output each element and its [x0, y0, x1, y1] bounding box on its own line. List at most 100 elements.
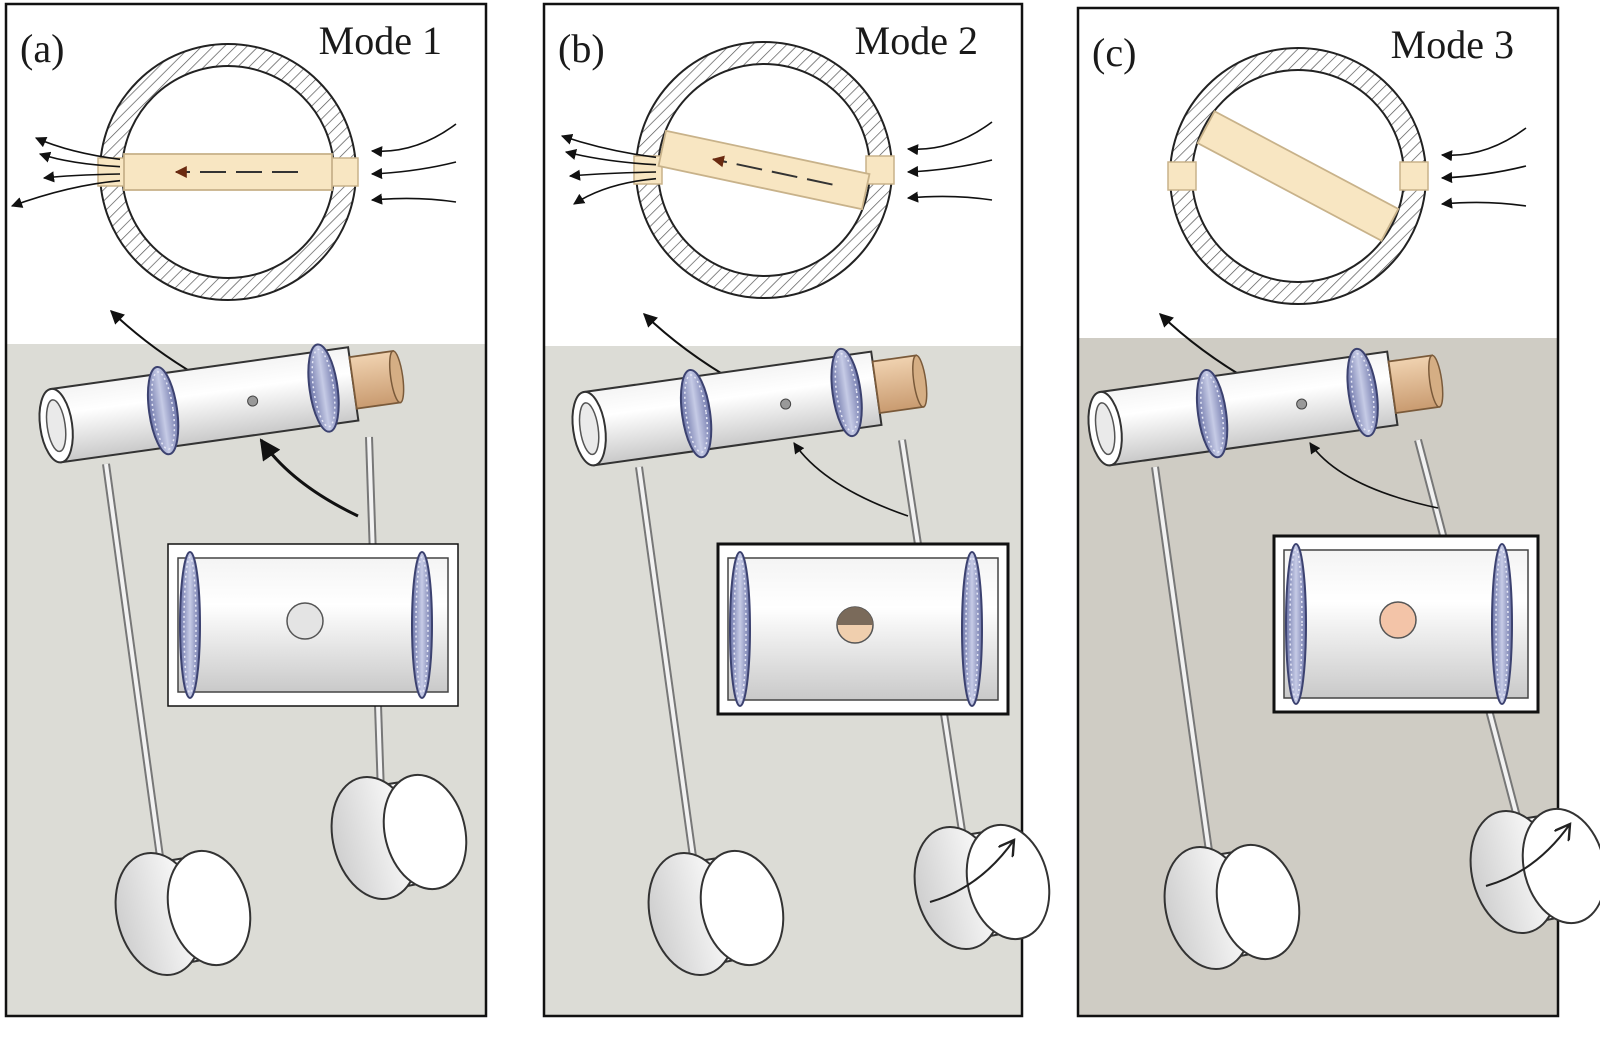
- rotating-channel: [123, 153, 333, 191]
- incoming-flow-line: [906, 159, 993, 178]
- apparatus: [38, 310, 468, 977]
- inset-bearing-left: [729, 551, 751, 707]
- bearing-left: [1195, 368, 1229, 459]
- apparatus: [1087, 313, 1600, 971]
- bearing-right-balls: [834, 353, 859, 432]
- incoming-flow-lines: [906, 121, 993, 203]
- orifice-hole: [247, 395, 259, 407]
- outgoing-flow-line: [38, 151, 121, 168]
- rotation-direction-arrow: [929, 840, 1014, 903]
- cross-section: [1167, 47, 1527, 305]
- inset-bearing-right: [1491, 543, 1513, 705]
- left-pendulum-rod-highlight: [104, 463, 163, 865]
- inset-bearing-left-balls: [733, 556, 747, 702]
- cross-section: [10, 43, 457, 301]
- panel-frame: [4, 2, 488, 1018]
- right-pendulum-bob-back: [965, 823, 1051, 941]
- inset-pointer-arrow: [793, 442, 909, 517]
- inset-bearing-right: [411, 551, 433, 699]
- inlet-port-right: [865, 155, 895, 185]
- inset-bearing-right: [961, 551, 983, 707]
- apparatus: [571, 313, 1051, 977]
- inset-bearing-right-balls: [1495, 548, 1509, 700]
- left-pendulum-bob-back: [166, 849, 252, 967]
- panel-frame: [1076, 6, 1560, 1018]
- bearing-left: [146, 365, 180, 456]
- right-pendulum-bob: [913, 823, 1051, 951]
- inset-orifice-hole: [1379, 601, 1417, 639]
- shaft-tip-end: [388, 350, 405, 404]
- inlet-port-left: [97, 157, 127, 187]
- inlet-port-right: [329, 157, 359, 187]
- panel-label: (a): [20, 26, 64, 71]
- incoming-flow-line: [906, 121, 993, 156]
- inset-bearing-left: [179, 551, 201, 699]
- mode-label: Mode 1: [319, 18, 442, 63]
- cylinder-bore-end: [1094, 402, 1116, 456]
- channel-body: [123, 153, 333, 191]
- incoming-flow-line: [370, 161, 457, 180]
- right-pendulum-bob-back: [382, 773, 468, 891]
- right-pendulum-bob: [330, 773, 468, 901]
- shaft-tip-end: [912, 354, 928, 408]
- bearing-right: [830, 347, 863, 438]
- orifice-hole: [1296, 398, 1308, 410]
- left-pendulum-bob-back: [699, 849, 785, 967]
- cylinder-bore-end: [578, 402, 600, 456]
- bearing-right: [307, 343, 340, 433]
- bearing-left-balls: [684, 374, 709, 454]
- outgoing-flow-line: [42, 171, 121, 183]
- bearing-left-balls: [151, 371, 176, 451]
- panel-2: (b)Mode 2: [542, 2, 1051, 1018]
- mode-label: Mode 2: [855, 18, 978, 63]
- outgoing-flow-line: [560, 133, 657, 159]
- incoming-flow-line: [370, 193, 457, 205]
- inset-bearing-left-balls: [1289, 548, 1303, 700]
- left-pendulum-bob: [647, 849, 785, 977]
- outgoing-flow-line: [10, 179, 121, 208]
- detail-inset: [716, 542, 1010, 716]
- outgoing-flow-line: [568, 169, 657, 181]
- outgoing-flow-lines: [10, 136, 121, 208]
- incoming-flow-line: [1440, 165, 1527, 184]
- rotary-cylinder: [571, 347, 928, 467]
- mode-label: Mode 3: [1391, 22, 1514, 67]
- inset-orifice-shadow: [837, 607, 873, 625]
- outgoing-flow-line: [34, 136, 121, 161]
- shaft-tip-end: [1428, 354, 1444, 408]
- cross-section: [560, 41, 993, 299]
- incoming-flow-line: [370, 123, 457, 158]
- inset-pointer-arrow: [1309, 442, 1439, 509]
- left-pendulum-bob: [114, 849, 252, 977]
- inlet-port-right: [1399, 161, 1429, 191]
- inset-cylinder: [727, 557, 999, 701]
- right-pendulum-bob: [1469, 807, 1600, 935]
- panel-frame: [542, 2, 1024, 1018]
- incoming-flow-lines: [1440, 127, 1527, 209]
- cylinder-bore-end: [45, 399, 67, 453]
- left-pendulum-rod-highlight: [1153, 466, 1212, 859]
- inset-bearing-left-balls: [183, 556, 197, 694]
- inlet-port-left: [1167, 161, 1197, 191]
- incoming-flow-line: [1440, 127, 1527, 162]
- panel-3: (c)Mode 3: [1076, 6, 1600, 1018]
- detail-inset: [167, 543, 459, 707]
- incoming-flow-line: [1440, 197, 1527, 209]
- right-pendulum-bob-back: [1521, 807, 1600, 925]
- rotary-cylinder: [38, 343, 405, 464]
- outgoing-flow-line: [564, 149, 657, 166]
- rotary-cylinder: [1087, 347, 1444, 467]
- rotation-direction-arrow: [1485, 824, 1570, 887]
- panel-1: (a) Mode 1: [4, 2, 488, 1018]
- detail-inset: [1272, 534, 1540, 714]
- bearing-left-balls: [1200, 374, 1225, 454]
- channel-body: [1196, 110, 1400, 242]
- rotating-channel: [657, 129, 871, 211]
- left-pendulum-bob-back: [1215, 843, 1301, 961]
- rotating-channel: [1196, 110, 1400, 242]
- channel-body: [657, 129, 871, 211]
- outgoing-flow-line: [573, 177, 657, 205]
- outgoing-flow-lines: [560, 133, 657, 205]
- incoming-flow-line: [906, 191, 993, 203]
